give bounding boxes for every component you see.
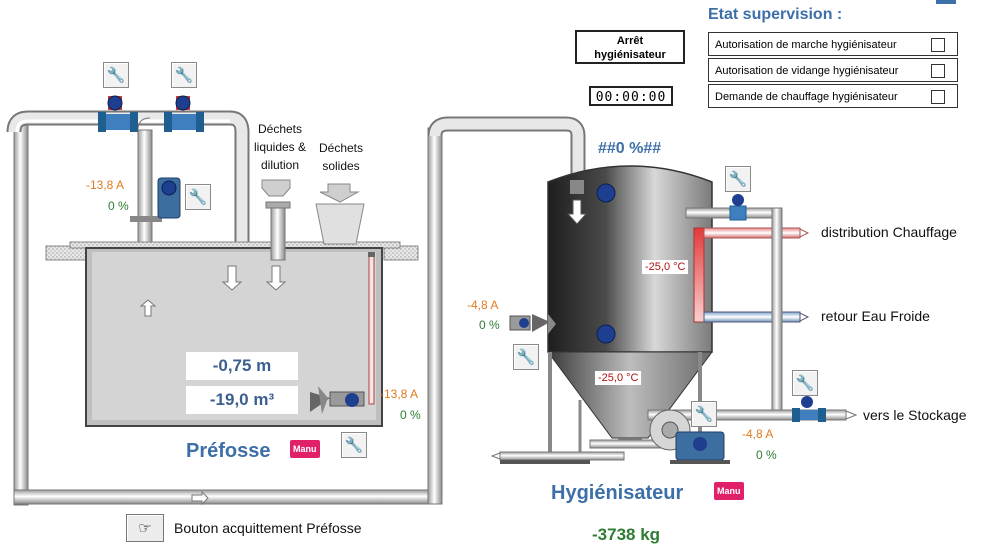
prefosse-title: Préfosse xyxy=(186,440,271,462)
wrench-icon: 🔧 xyxy=(106,67,126,84)
heating-jacket xyxy=(693,227,810,323)
label-heating-distribution: distribution Chauffage xyxy=(821,224,957,240)
recirc-pump-pct: 0 % xyxy=(756,448,777,462)
wrench-icon: 🔧 xyxy=(516,349,536,366)
ack-prefosse-label: Bouton acquittement Préfosse xyxy=(174,520,362,536)
hygienisateur-weight: -3738 kg xyxy=(592,525,661,544)
wrench-icon: 🔧 xyxy=(188,189,208,206)
wrench-recirc-pump-button[interactable]: 🔧 xyxy=(691,401,717,427)
hygienisateur-top-valve-icon[interactable] xyxy=(729,194,747,221)
prefosse-manu-button[interactable]: Manu xyxy=(290,440,320,458)
wrench-icon: 🔧 xyxy=(728,171,748,188)
prefosse-mixer-current: -13,8 A xyxy=(380,387,419,401)
wrench-icon: 🔧 xyxy=(694,406,714,423)
wrench-icon: 🔧 xyxy=(174,67,194,84)
ack-prefosse-button[interactable]: ☞ xyxy=(126,514,164,542)
storage-valve-icon[interactable] xyxy=(792,396,826,422)
inlet-liquids xyxy=(221,179,291,291)
wrench-valve-2-button[interactable]: 🔧 xyxy=(171,62,197,88)
supervision-row-vidange: Autorisation de vidange hygiénisateur xyxy=(708,58,958,82)
supervision-row-label: Autorisation de vidange hygiénisateur xyxy=(715,65,899,77)
hygienisateur-manu-button[interactable]: Manu xyxy=(714,482,744,500)
recirculation-pump-icon[interactable] xyxy=(649,409,730,464)
prefosse-mixer-pct: 0 % xyxy=(400,408,421,422)
wrench-prefosse-pump-button[interactable]: 🔧 xyxy=(185,184,211,210)
supervision-row-label: Demande de chauffage hygiénisateur xyxy=(715,91,898,103)
label-solids: Déchets solides xyxy=(318,141,364,173)
wrench-storage-valve-button[interactable]: 🔧 xyxy=(792,370,818,396)
hygienisateur-title: Hygiénisateur xyxy=(551,482,684,504)
prefosse-level: -0,75 m xyxy=(186,352,298,380)
inlet-solids-hopper xyxy=(315,183,365,245)
prefosse-pump-pct: 0 % xyxy=(108,199,129,213)
valve-1-icon[interactable] xyxy=(98,95,138,132)
label-liquids: Déchets liquides & dilution xyxy=(253,122,307,172)
wrench-hygienisateur-mixer-button[interactable]: 🔧 xyxy=(513,344,539,370)
arret-line2: hygiénisateur xyxy=(594,49,666,61)
arret-line1: Arrêt xyxy=(616,35,644,47)
timer-display: 00:00:00 xyxy=(589,86,673,106)
valve-2-icon[interactable] xyxy=(164,95,204,132)
arret-hygienisateur-button[interactable]: Arrêt hygiénisateur xyxy=(575,30,685,64)
label-cold-return: retour Eau Froide xyxy=(821,308,930,324)
wrench-hygienisateur-valve-button[interactable]: 🔧 xyxy=(725,166,751,192)
prefosse-mixer-icon[interactable] xyxy=(310,386,365,414)
wrench-prefosse-mixer-button[interactable]: 🔧 xyxy=(341,432,367,458)
wrench-valve-1-button[interactable]: 🔧 xyxy=(103,62,129,88)
hygienisateur-temp-bottom: -25,0 °C xyxy=(595,371,642,385)
supervision-row-label: Autorisation de marche hygiénisateur xyxy=(715,39,897,51)
hygienisateur-mixer-icon[interactable] xyxy=(509,314,556,334)
prefosse-pump-current: -13,8 A xyxy=(86,178,125,192)
hygienisateur-mixer-pct: 0 % xyxy=(479,318,500,332)
recirc-pump-current: -4,8 A xyxy=(742,427,774,441)
checkbox-vidange[interactable] xyxy=(931,64,945,78)
label-to-storage: vers le Stockage xyxy=(863,407,967,423)
wrench-icon: 🔧 xyxy=(795,375,815,392)
supervision-title: Etat supervision : xyxy=(708,6,843,23)
hygienisateur-tank xyxy=(547,165,713,460)
prefosse-pump-icon[interactable] xyxy=(130,177,181,222)
hygienisateur-fill-pct: ##0 %## xyxy=(598,140,662,157)
checkbox-chauffage[interactable] xyxy=(931,90,945,104)
supervision-row-chauffage: Demande de chauffage hygiénisateur xyxy=(708,84,958,108)
hand-pointer-icon: ☞ xyxy=(138,520,152,537)
hygienisateur-temp-top: -25,0 °C xyxy=(642,260,689,274)
close-icon[interactable] xyxy=(936,0,956,4)
hygienisateur-mixer-current: -4,8 A xyxy=(467,298,499,312)
supervision-row-marche: Autorisation de marche hygiénisateur xyxy=(708,32,958,56)
checkbox-marche[interactable] xyxy=(931,38,945,52)
wrench-icon: 🔧 xyxy=(344,437,364,454)
prefosse-volume: -19,0 m³ xyxy=(186,386,298,414)
